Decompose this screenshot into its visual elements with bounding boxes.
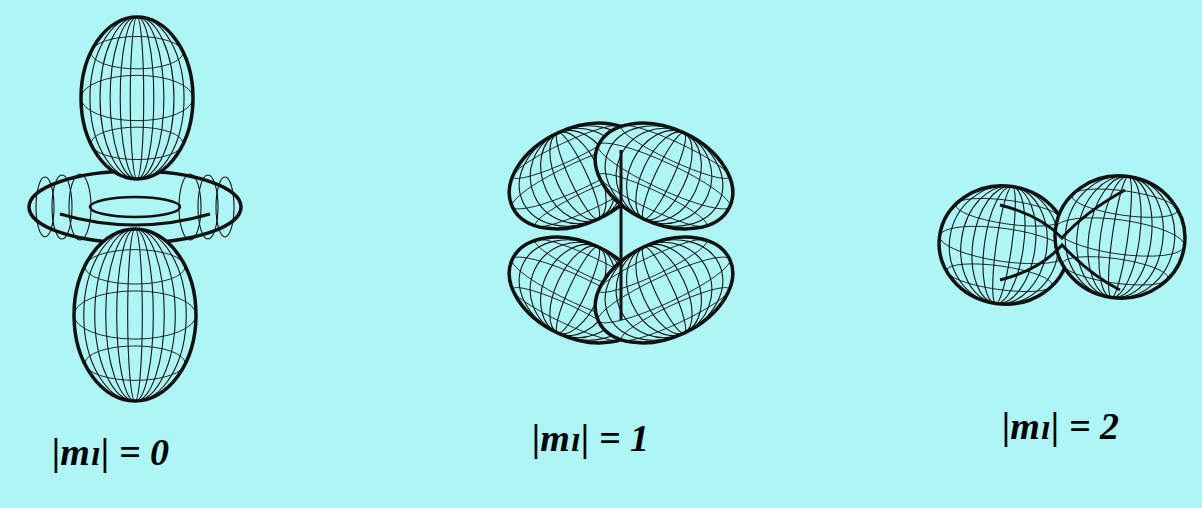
wireframe-line bbox=[198, 175, 218, 239]
dxy-orbital bbox=[931, 168, 1192, 313]
nodal-axis bbox=[620, 150, 623, 320]
lobe bbox=[1047, 168, 1193, 307]
dxz-orbital bbox=[492, 102, 750, 363]
wireframe-line bbox=[36, 177, 54, 237]
lobe bbox=[578, 216, 750, 363]
dz2-orbital bbox=[29, 17, 241, 401]
wireframe-line bbox=[69, 174, 91, 240]
wireframe-line bbox=[216, 177, 234, 237]
quantum-number-label: |mₗ| = 0 bbox=[52, 432, 169, 474]
seam-line bbox=[1000, 245, 1120, 290]
wireframe-line bbox=[60, 214, 210, 225]
quantum-number-label: |mₗ| = 2 bbox=[1002, 406, 1119, 448]
wireframe-line bbox=[90, 197, 180, 217]
upper-lobe bbox=[81, 17, 193, 179]
seam-line bbox=[1000, 190, 1125, 238]
quantum-number-label: |mₗ| = 1 bbox=[532, 418, 649, 460]
lower-lobe bbox=[74, 229, 196, 401]
lobe bbox=[578, 102, 750, 249]
